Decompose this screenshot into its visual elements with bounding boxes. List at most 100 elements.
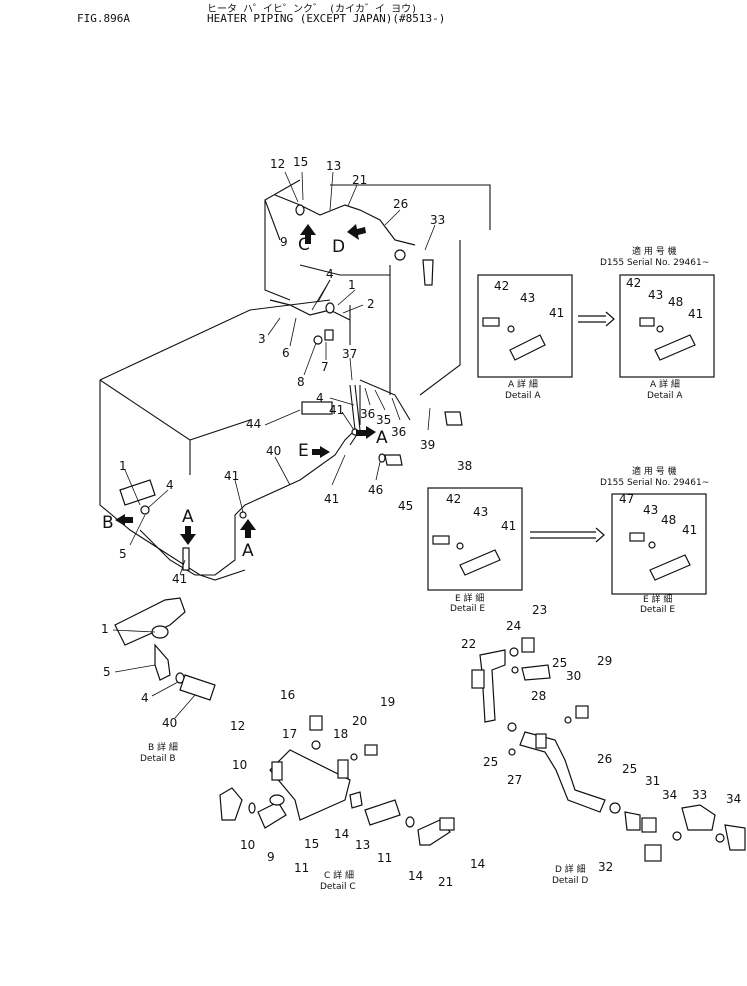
detail-d-callout-34: 34 [662,788,677,802]
detail-e-callout-42: 42 [446,492,461,506]
detail-d-callout-31: 31 [645,774,660,788]
detail-d-callout-22: 22 [461,637,476,651]
callout-37: 37 [342,347,357,361]
callout-12: 12 [270,157,285,171]
serial-note-a: D155 Serial No. 29461~ [600,258,709,268]
detail-e2-jp-label: E 詳 細 [643,593,672,605]
detail-c-callout-11-b: 11 [294,861,309,875]
detail-c-callout-14: 14 [334,827,349,841]
detail-d-callout-32: 32 [598,860,613,874]
callout-26: 26 [393,197,408,211]
title-kana: ヒータ ハ゜イヒ゜ンク゛ (カイカ゛イ ヨウ) [207,4,418,15]
detail-d-jp-label: D 詳 細 [555,863,586,875]
detail-b-callout-5: 5 [103,665,111,679]
detail-c-callout-20: 20 [352,714,367,728]
callout-41-left: 41 [224,469,239,483]
main-pipes [139,194,416,576]
detail-d-callout-23: 23 [532,603,547,617]
detail-a-callout-43: 43 [520,291,535,305]
detail-c-callout-9: 9 [267,850,275,864]
callout-1-left: 1 [119,459,127,473]
detail-a-box-new [619,274,715,378]
view-letter-d: D [332,237,345,257]
detail-b-callout-40: 40 [162,716,177,730]
view-letter-a-lower: A [182,507,194,527]
detail-b-callout-1: 1 [101,622,109,636]
detail-a-box-old [477,274,573,378]
callout-41-right: 41 [324,492,339,506]
detail-e2-callout-41: 41 [682,523,697,537]
callout-3: 3 [258,332,266,346]
callout-35: 35 [376,413,391,427]
detail-c-callout-19: 19 [380,695,395,709]
callout-41-bottom: 41 [172,572,187,586]
detail-a2-jp-label: A 詳 細 [650,378,680,390]
page-title: HEATER PIPING (EXCEPT JAPAN)(#8513-) [207,12,446,25]
detail-e2-callout-43: 43 [643,503,658,517]
detail-d-callout-25: 25 [552,656,567,670]
serial-note-e: D155 Serial No. 29461~ [600,478,709,488]
callout-38: 38 [457,459,472,473]
detail-e2-callout-47: 47 [619,492,634,506]
detail-c-callout-11: 11 [377,851,392,865]
detail-a2-callout-41: 41 [688,307,703,321]
detail-b-callout-4: 4 [141,691,149,705]
detail-c-callout-15: 15 [304,837,319,851]
main-callouts: 12 15 13 21 26 33 9 4 1 2 3 6 7 8 37 4 4… [119,155,472,586]
view-letter-c: C [298,235,310,255]
figure-number: FIG.896A [77,12,130,25]
callout-4: 4 [326,267,334,281]
detail-e-box-new [611,493,707,595]
callout-21: 21 [352,173,367,187]
detail-d-callout-28: 28 [531,689,546,703]
detail-d-callout-34-b: 34 [726,792,741,806]
detail-a-callout-41: 41 [549,306,564,320]
detail-c-callout-14-b: 14 [408,869,423,883]
callout-44: 44 [246,417,261,431]
detail-e2-label: Detail E [640,605,675,615]
detail-d-callout-30: 30 [566,669,581,683]
callout-13: 13 [326,159,341,173]
callout-1: 1 [348,278,356,292]
detail-d-callout-25-c: 25 [622,762,637,776]
callout-4-mid: 4 [316,391,324,405]
detail-d-callout-27: 27 [507,773,522,787]
callout-2: 2 [367,297,375,311]
detail-a2-label: Detail A [647,391,683,401]
detail-c-callout-14-c: 14 [470,857,485,871]
detail-a-jp-label: A 詳 細 [508,378,538,390]
detail-a-panel: 適 用 号 機 D155 Serial No. 29461~ 42 43 41 … [477,245,715,401]
detail-d-callout-24: 24 [506,619,521,633]
callout-40: 40 [266,444,281,458]
detail-a2-callout-42: 42 [626,276,641,290]
detail-a2-callout-43: 43 [648,288,663,302]
leader-lines [124,171,436,576]
detail-e-callout-43: 43 [473,505,488,519]
callout-36-b: 36 [391,425,406,439]
detail-e-jp-label: E 詳 細 [455,592,484,604]
detail-d-view: 22 24 23 25 29 28 30 25 27 26 25 31 34 3… [461,603,746,886]
callout-46: 46 [368,483,383,497]
detail-c-callout-16: 16 [280,688,295,702]
view-letter-a-lower-2: A [242,541,254,561]
callout-36: 36 [360,407,375,421]
detail-c-callout-18: 18 [333,727,348,741]
detail-e-panel: 適 用 号 機 D155 Serial No. 29461~ 42 43 41 … [427,465,709,615]
callout-45: 45 [398,499,413,513]
detail-b-jp-label: B 詳 細 [148,741,178,753]
detail-e-box-old [427,487,523,591]
callout-4-left: 4 [166,478,174,492]
detail-a2-callout-48: 48 [668,295,683,309]
detail-c-jp-label: C 詳 細 [324,869,354,881]
detail-c-callout-10: 10 [232,758,247,772]
detail-d-callout-29: 29 [597,654,612,668]
detail-d-callout-26: 26 [597,752,612,766]
callout-15: 15 [293,155,308,169]
view-letter-b: B [102,513,114,533]
applies-note-e: 適 用 号 機 [632,465,677,477]
detail-e-label: Detail E [450,604,485,614]
detail-b-label: Detail B [140,754,176,764]
applies-note-a: 適 用 号 機 [632,245,677,257]
detail-a-callout-42: 42 [494,279,509,293]
